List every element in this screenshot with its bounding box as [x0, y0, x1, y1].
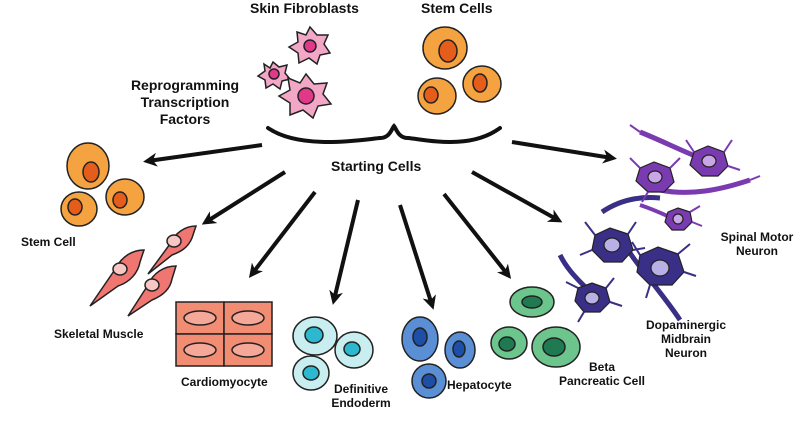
- endoderm-nucleus: [302, 365, 320, 381]
- beta-nucleus: [542, 337, 566, 357]
- starting-cells-brace: [266, 123, 502, 144]
- skeletal-muscle-cells: [89, 225, 198, 317]
- spinal-axon: [659, 177, 751, 195]
- stem-cells-left: [60, 142, 145, 227]
- dopa-axon: [600, 195, 661, 215]
- cardio-nucleus: [231, 342, 265, 358]
- stem-nucleus: [472, 73, 488, 93]
- endoderm-nucleus: [343, 341, 361, 357]
- endoderm-nucleus: [304, 326, 324, 344]
- cardio-nucleus: [183, 342, 217, 358]
- dopa-nucleus: [603, 237, 621, 253]
- label-skeletal-muscle: Skeletal Muscle: [54, 327, 144, 341]
- fibroblast-nucleus: [268, 68, 280, 80]
- dopaminergic-neurons: [557, 195, 697, 323]
- stem-nucleus: [82, 161, 100, 183]
- spinal-nucleus: [672, 213, 684, 225]
- arrow-to-skeletal-muscle: [201, 170, 287, 225]
- arrow-to-spinal-motor: [511, 140, 617, 164]
- beta-nucleus: [521, 295, 543, 309]
- label-stem-cell: Stem Cell: [21, 235, 76, 249]
- spinal-axon: [639, 129, 701, 161]
- beta-nucleus: [498, 336, 516, 352]
- hepato-nucleus: [421, 373, 437, 389]
- stem-nucleus: [112, 191, 128, 209]
- muscle-nucleus: [144, 278, 160, 292]
- dopa-nucleus: [584, 291, 600, 305]
- arrow-to-beta-cell: [442, 192, 512, 279]
- hepato-nucleus: [452, 340, 466, 358]
- label-definitive-endoderm: Definitive Endoderm: [331, 382, 391, 410]
- spinal-nucleus: [647, 170, 663, 184]
- cardiomyocyte-cells: [175, 301, 273, 367]
- muscle-nucleus: [112, 262, 128, 276]
- spinal-nucleus: [701, 154, 717, 168]
- label-stem-cells-top: Stem Cells: [421, 0, 493, 16]
- stem-cells-top: [417, 26, 502, 115]
- label-dopaminergic-neuron: Dopaminergic Midbrain Neuron: [645, 318, 726, 360]
- muscle-cell: [147, 225, 198, 275]
- muscle-nucleus: [166, 234, 182, 248]
- arrow-to-dopaminergic: [471, 170, 563, 223]
- label-cardiomyocyte: Cardiomyocyte: [181, 375, 268, 389]
- arrow-to-stem-cell: [143, 143, 263, 167]
- fibroblast-nucleus: [297, 87, 315, 105]
- label-spinal-motor-neuron: Spinal Motor Neuron: [720, 230, 794, 258]
- stem-nucleus: [423, 86, 439, 104]
- dopa-nucleus: [650, 259, 670, 277]
- arrow-to-hepatocyte: [398, 204, 436, 310]
- label-starting-cells: Starting Cells: [331, 158, 422, 174]
- arrow-to-cardiomyocyte: [248, 190, 317, 278]
- beta-cells: [490, 286, 581, 368]
- endoderm-cells: [292, 316, 374, 391]
- label-skin-fibroblasts: Skin Fibroblasts: [250, 0, 359, 16]
- skin-fibroblast-cells: [256, 25, 333, 120]
- muscle-cell: [89, 249, 146, 307]
- label-beta-pancreatic-cell: Beta Pancreatic Cell: [558, 360, 646, 388]
- cardio-nucleus: [231, 310, 265, 326]
- fibroblast-nucleus: [303, 39, 317, 53]
- hepatocyte-cells: [401, 316, 476, 399]
- cardio-nucleus: [183, 310, 217, 326]
- label-reprogramming-factors: Reprogramming Transcription Factors: [130, 77, 240, 127]
- arrow-to-endoderm: [329, 199, 360, 305]
- arrows: [143, 140, 617, 310]
- stem-nucleus: [438, 39, 458, 63]
- spinal-motor-neurons: [629, 124, 761, 231]
- hepato-nucleus: [412, 327, 428, 347]
- stem-nucleus: [67, 198, 83, 216]
- label-hepatocyte: Hepatocyte: [447, 378, 512, 392]
